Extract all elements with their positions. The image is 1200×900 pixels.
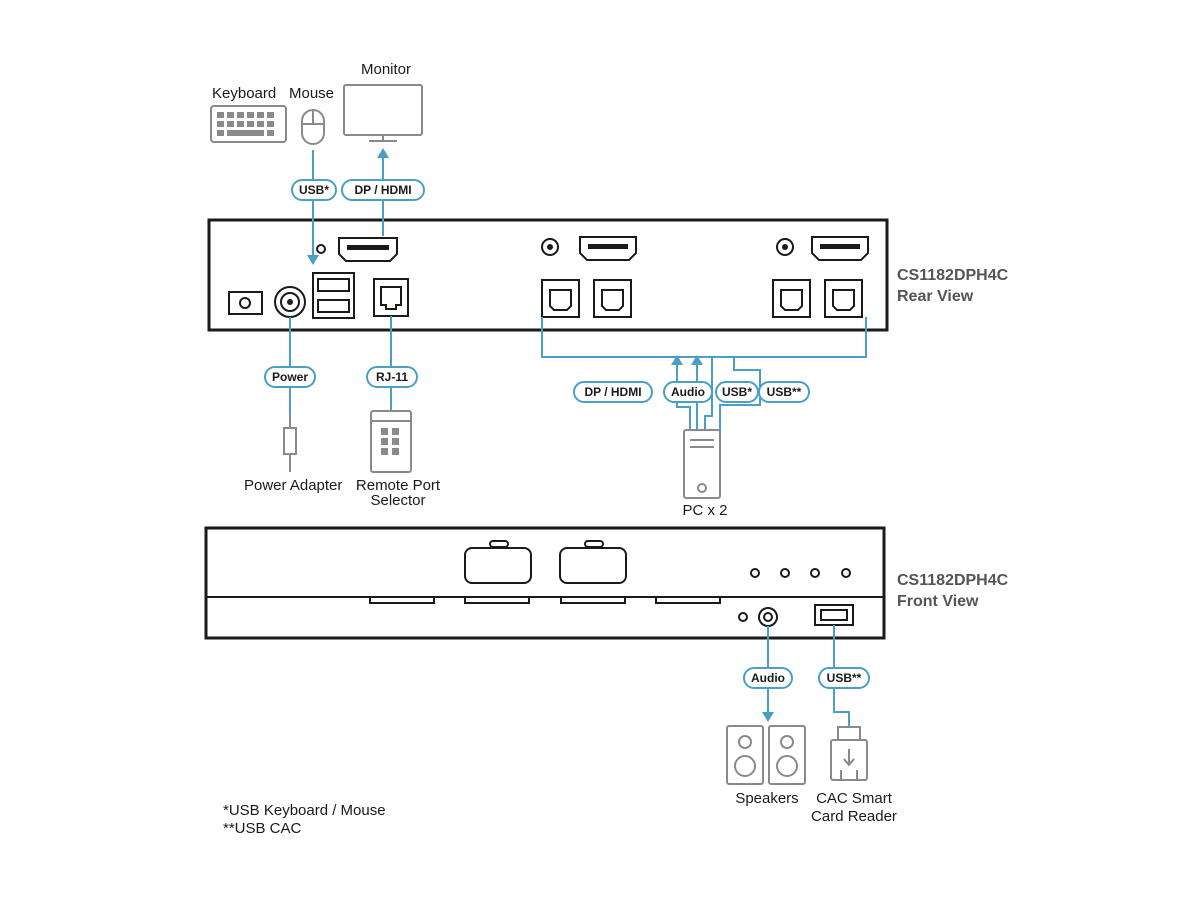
footnote-usb-km: *USB Keyboard / Mouse [223, 802, 386, 819]
pc-audio-pill: Audio [663, 381, 713, 403]
pc2-audio-center [782, 244, 788, 250]
pc-usb-km-pill: USB* [715, 381, 759, 403]
front-usb-cac-pill: USB** [818, 667, 870, 689]
keyboard-label: Keyboard [212, 85, 276, 102]
rj11-pill-label: RJ-11 [376, 370, 408, 384]
usb-km-pill-label: USB* [299, 183, 329, 197]
pc-usb-cac-pill-label: USB** [767, 385, 802, 399]
front-port-led-2 [584, 540, 604, 548]
rear-led [316, 244, 326, 254]
remote-port-selector-label-2: Selector [370, 492, 425, 509]
mouse-icon [301, 109, 325, 145]
pc-usb-km-pill-label: USB* [722, 385, 752, 399]
pc-audio-arrow [691, 355, 703, 365]
front-audio-pill-label: Audio [751, 671, 785, 685]
front-audio-arrow [762, 712, 774, 722]
power-connector-port [274, 286, 306, 318]
front-audio-led [738, 612, 748, 622]
speakers-label: Speakers [735, 790, 798, 807]
footnote-usb-cac: **USB CAC [223, 820, 302, 837]
front-port-window-2 [559, 547, 627, 584]
rear-panel-model: CS1182DPH4C [897, 267, 1009, 284]
front-led-3 [810, 568, 820, 578]
pc-dp-hdmi-pill-label: DP / HDMI [584, 385, 641, 399]
pc2-hdmi-pins [820, 244, 860, 249]
monitor-icon [343, 84, 423, 142]
pc-label: PC x 2 [682, 502, 727, 519]
rear-usb-ports [312, 272, 355, 319]
front-led-2 [780, 568, 790, 578]
monitor-arrow [377, 148, 389, 158]
power-pill: Power [264, 366, 316, 388]
front-button-3 [560, 596, 626, 604]
dp-hdmi-monitor-pill-label: DP / HDMI [354, 183, 411, 197]
pc1-usb-b-port-1 [541, 279, 580, 318]
front-usb-cac-pill-label: USB** [827, 671, 862, 685]
power-pill-label: Power [272, 370, 308, 384]
front-panel-view-label: Front View [897, 593, 979, 610]
pc2-usb-b-port-2 [824, 279, 863, 318]
rj11-pill: RJ-11 [366, 366, 418, 388]
mouse-label: Mouse [289, 85, 334, 102]
pc-dp-hdmi-arrow [671, 355, 683, 365]
pc-cable-bundle [541, 317, 867, 432]
monitor-label: Monitor [361, 61, 411, 78]
pc1-hdmi-pins [588, 244, 628, 249]
front-panel [204, 526, 886, 640]
front-port-window-1 [464, 547, 532, 584]
front-panel-model: CS1182DPH4C [897, 572, 1009, 589]
power-adapter-icon [283, 414, 297, 472]
front-button-4 [655, 596, 721, 604]
front-button-1 [369, 596, 435, 604]
pc-audio-pill-label: Audio [671, 385, 705, 399]
pc1-usb-b-port-2 [593, 279, 632, 318]
front-usb-port [814, 604, 854, 626]
pc-dp-hdmi-pill: DP / HDMI [573, 381, 653, 403]
front-audio-port-center [763, 612, 773, 622]
front-led-1 [750, 568, 760, 578]
speakers-icon [726, 725, 806, 785]
rear-panel-view-label: Rear View [897, 288, 974, 305]
usb-km-arrow [307, 255, 319, 265]
rj11-port [373, 278, 409, 317]
cac-reader-label-2: Card Reader [811, 808, 897, 825]
cac-reader-label-1: CAC Smart [816, 790, 893, 807]
keyboard-icon [210, 105, 287, 143]
pc-usb-cac-pill: USB** [758, 381, 810, 403]
console-hdmi-pins [347, 245, 389, 250]
pc-tower-icon [683, 429, 721, 499]
pc1-audio-center [547, 244, 553, 250]
dp-hdmi-monitor-pill: DP / HDMI [341, 179, 425, 201]
power-adapter-label: Power Adapter [244, 477, 342, 494]
remote-port-selector-label-1: Remote Port [356, 477, 441, 494]
front-port-led-1 [489, 540, 509, 548]
pc2-usb-b-port-1 [772, 279, 811, 318]
dc-power-port [228, 291, 263, 315]
usb-km-pill: USB* [291, 179, 337, 201]
front-led-4 [841, 568, 851, 578]
front-audio-pill: Audio [743, 667, 793, 689]
remote-port-selector-icon [370, 410, 412, 473]
cac-card-reader-icon [830, 726, 868, 781]
front-button-2 [464, 596, 530, 604]
